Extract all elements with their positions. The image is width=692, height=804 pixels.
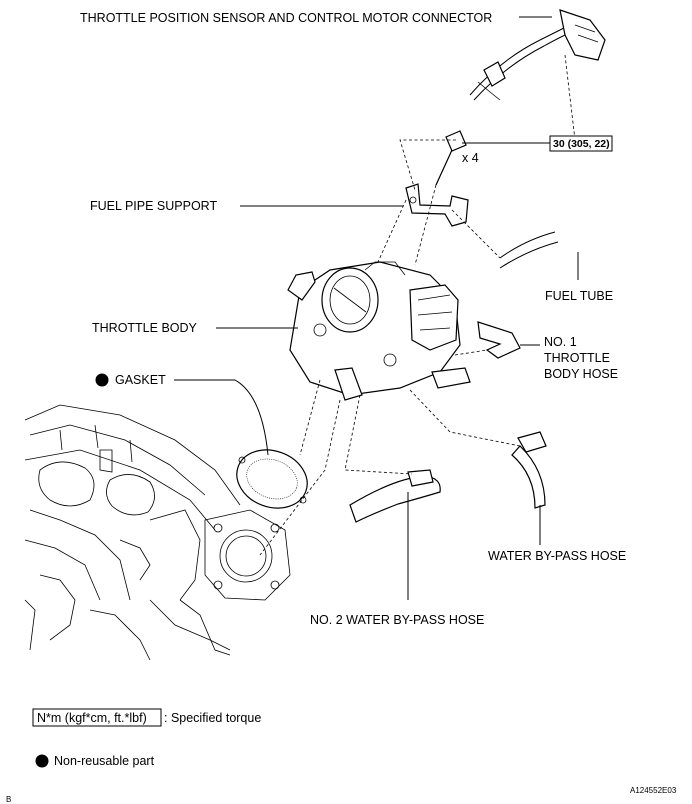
- legend-nonreusable: Non-reusable part: [35, 754, 155, 768]
- legend-torque-unit: N*m (kgf*cm, ft.*lbf): [37, 711, 147, 725]
- fuel-pipe-support-drawing: [405, 183, 469, 227]
- no1-hose-label-line3: BODY HOSE: [544, 367, 618, 381]
- non-reusable-dot-icon: [95, 373, 109, 387]
- legend-torque-desc: : Specified torque: [164, 711, 261, 725]
- no1-throttle-body-hose-drawing: [477, 321, 521, 359]
- fuel-tube-label: FUEL TUBE: [545, 289, 613, 303]
- fuel-pipe-support-label: FUEL PIPE SUPPORT: [90, 199, 217, 213]
- gasket-drawing: [236, 449, 308, 509]
- legend-dot-icon: [35, 754, 49, 768]
- bolt-drawing: [435, 130, 467, 186]
- connector-label: THROTTLE POSITION SENSOR AND CONTROL MOT…: [80, 11, 492, 25]
- bolt-count-label: x 4: [462, 151, 479, 165]
- throttle-body-label: THROTTLE BODY: [92, 321, 198, 335]
- water-bypass-hose-label: WATER BY-PASS HOSE: [488, 549, 626, 563]
- connector-harness-drawing: [469, 9, 606, 101]
- legend-nonreusable-desc: Non-reusable part: [54, 754, 155, 768]
- no1-hose-label-line1: NO. 1: [544, 335, 577, 349]
- torque-box: 30 (305, 22): [549, 135, 613, 152]
- torque-value: 30 (305, 22): [553, 138, 610, 150]
- water-bypass-hose-drawing: [511, 431, 547, 509]
- corner-mark: B: [6, 795, 11, 804]
- no1-hose-label-line2: THROTTLE: [544, 351, 610, 365]
- throttle-body-drawing: [287, 261, 471, 401]
- fuel-tube-drawing: [499, 231, 559, 269]
- leader-lines: [174, 16, 579, 600]
- intake-manifold-drawing: [24, 404, 291, 661]
- no2-water-bypass-hose-drawing: [349, 469, 441, 523]
- no2-water-bypass-hose-label: NO. 2 WATER BY-PASS HOSE: [310, 613, 484, 627]
- legend-torque: N*m (kgf*cm, ft.*lbf) : Specified torque: [32, 708, 261, 727]
- figure-id: A124552E03: [630, 786, 677, 795]
- gasket-label: GASKET: [115, 373, 166, 387]
